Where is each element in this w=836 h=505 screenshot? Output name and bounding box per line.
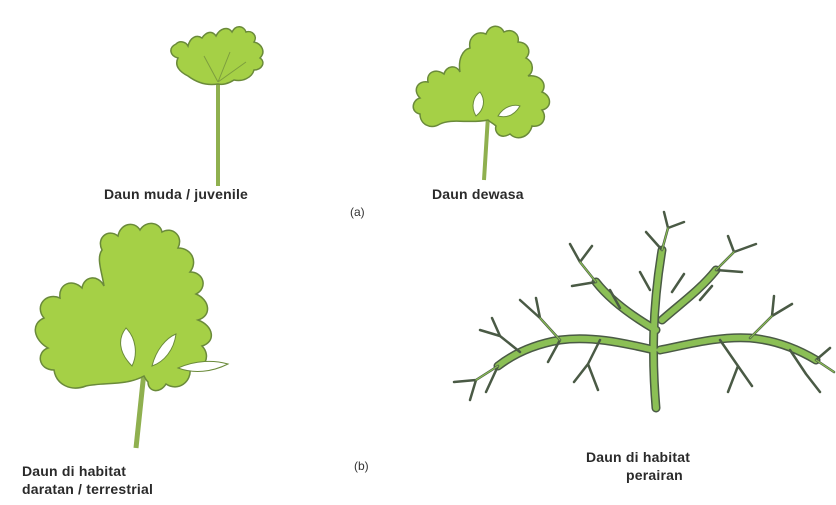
aquatic-leaf xyxy=(454,212,834,408)
caption-aquatic-line1: Daun di habitat xyxy=(586,449,690,466)
juvenile-leaf-blade xyxy=(171,27,263,85)
mature-leaf xyxy=(413,26,549,180)
panel-label-a: (a) xyxy=(350,205,365,219)
caption-aquatic-line2: perairan xyxy=(626,467,683,484)
juvenile-leaf xyxy=(171,27,263,186)
mature-leaf-blade xyxy=(413,26,549,137)
caption-mature-leaf: Daun dewasa xyxy=(432,186,524,203)
caption-terrestrial-line2: daratan / terrestrial xyxy=(22,481,153,498)
terrestrial-leaf xyxy=(35,223,228,448)
panel-label-b: (b) xyxy=(354,459,369,473)
caption-juvenile-leaf: Daun muda / juvenile xyxy=(104,186,248,203)
caption-terrestrial-line1: Daun di habitat xyxy=(22,463,126,480)
